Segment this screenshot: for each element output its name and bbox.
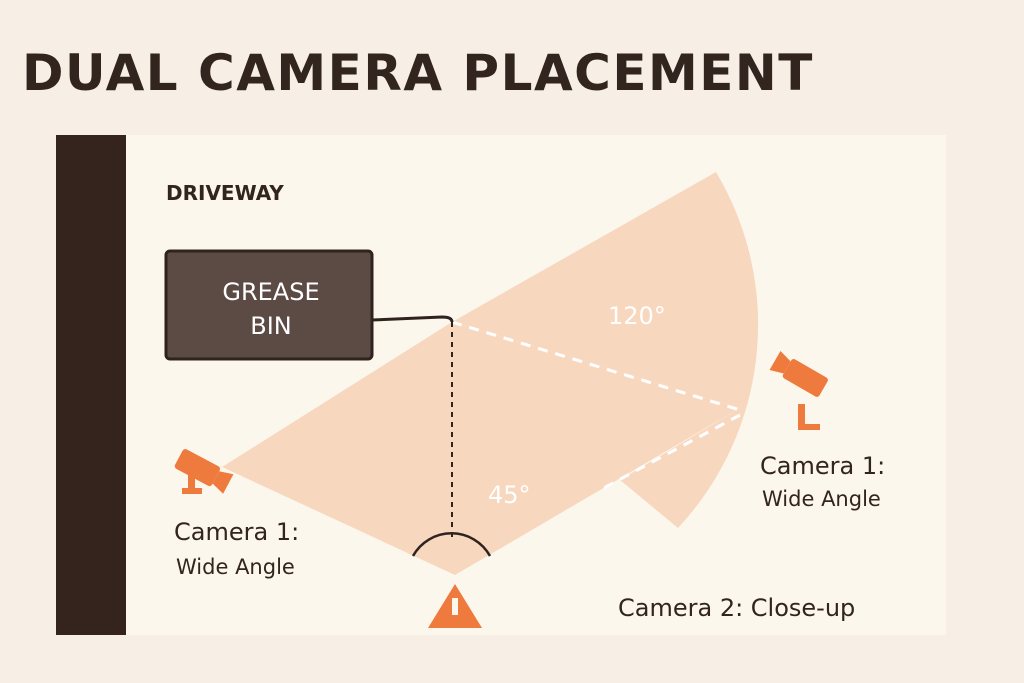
security-camera-icon xyxy=(769,350,828,430)
warning-triangle-icon xyxy=(428,584,482,628)
page-title: DUAL CAMERA PLACEMENT xyxy=(22,44,814,102)
grease-bin xyxy=(164,249,374,361)
close-up-coverage xyxy=(222,322,740,575)
right-camera-label-1: Camera 1: xyxy=(760,452,885,480)
driveway-label: DRIVEWAY xyxy=(166,181,284,205)
grease-bin-label-1: GREASE xyxy=(222,278,319,306)
right-camera-label-2: Wide Angle xyxy=(762,487,881,511)
left-camera-label-1: Camera 1: xyxy=(174,518,299,546)
wide-angle-label: 120° xyxy=(608,302,666,330)
left-camera-label-2: Wide Angle xyxy=(176,555,295,579)
angle-arc xyxy=(411,532,492,557)
security-camera-icon xyxy=(174,449,234,494)
wide-angle-coverage xyxy=(452,172,759,528)
coverage-guides xyxy=(451,320,741,492)
bottom-camera-label: Camera 2: Close-up xyxy=(618,594,855,622)
bin-connector xyxy=(371,315,454,323)
coverage-area xyxy=(222,172,759,575)
building-wall xyxy=(56,135,126,635)
grease-bin-label-2: BIN xyxy=(250,312,292,340)
close-angle-label: 45° xyxy=(488,481,531,509)
